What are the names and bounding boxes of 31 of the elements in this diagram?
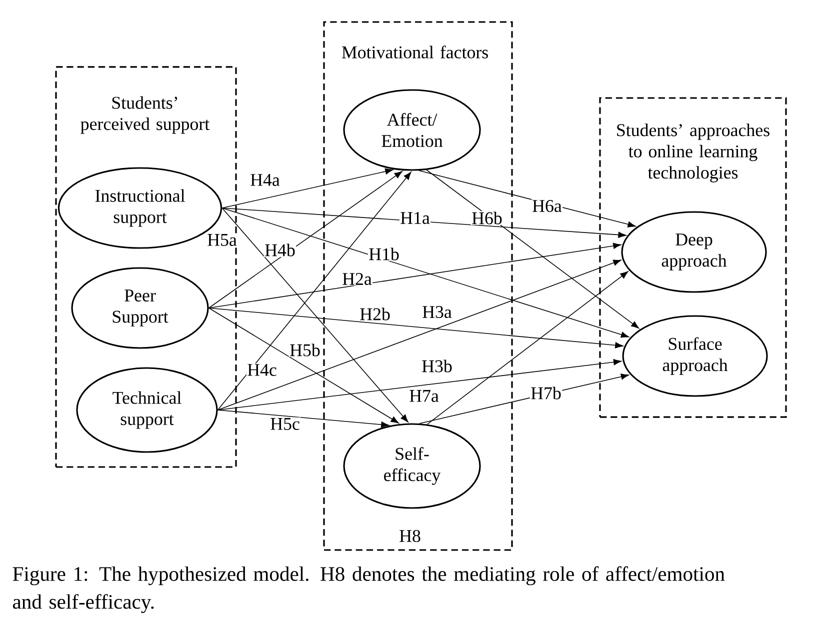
caption: Figure 1: The hypothesized model. H8 denotes the mediating role of affect/emotion and self-efficacy.: [12, 566, 725, 614]
arrow: [217, 260, 622, 410]
edge-label: H5b: [288, 343, 322, 357]
edge-label: H2a: [341, 272, 373, 286]
arrow: [217, 172, 412, 410]
edge-label: H1a: [399, 211, 431, 225]
arrow: [222, 208, 408, 422]
edge-label: H4c: [246, 363, 278, 377]
edge-label: H3b: [420, 359, 454, 373]
arrow: [217, 410, 390, 428]
arrow: [222, 208, 626, 238]
arrow: [222, 168, 394, 208]
edge-label: H2b: [358, 307, 392, 321]
edge-label: H6b: [470, 211, 504, 225]
arrow: [222, 208, 629, 338]
arrow: [426, 271, 628, 425]
arrow: [217, 359, 622, 410]
arrow: [208, 308, 624, 348]
edge-label: H6a: [531, 199, 563, 213]
edge-label: H5a: [206, 233, 238, 247]
edge-label: H4b: [264, 243, 296, 257]
arrow: [208, 171, 402, 308]
edge-label: H3a: [421, 305, 453, 319]
arrow: [208, 308, 399, 424]
edge-label: H5c: [269, 417, 301, 431]
edge-label: H1b: [368, 247, 400, 261]
edge-label: H4a: [249, 173, 281, 187]
edge-label: H7a: [408, 389, 440, 403]
arrow: [426, 169, 640, 329]
edge-label: H7b: [530, 386, 562, 400]
arrow: [208, 242, 622, 308]
